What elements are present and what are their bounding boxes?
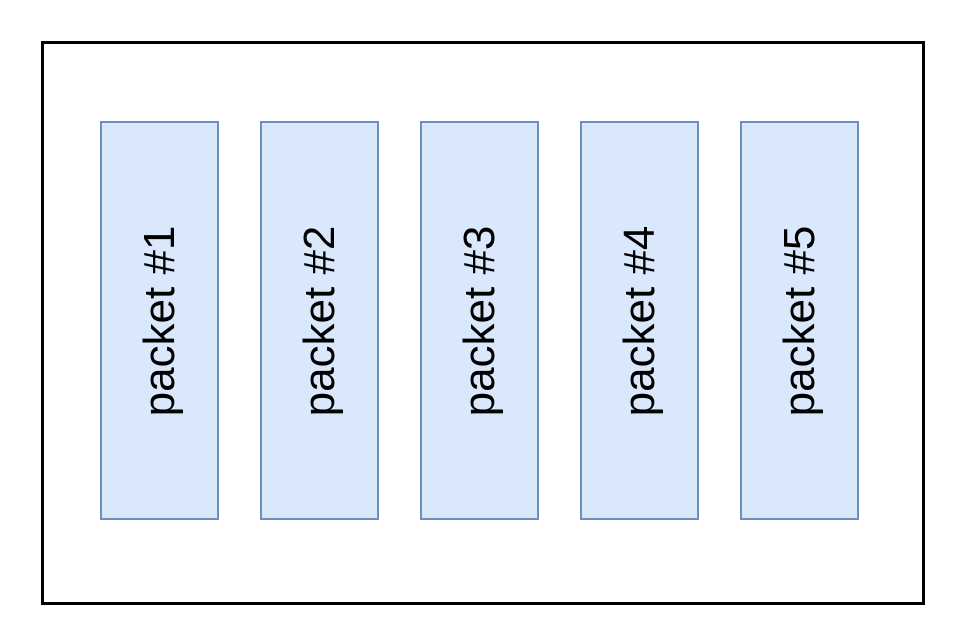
packet-label-1: packet #1	[134, 225, 184, 416]
packet-label-2: packet #2	[294, 225, 344, 416]
packet-box-3: packet #3	[420, 121, 539, 520]
packet-label-4: packet #4	[614, 225, 664, 416]
packet-label-5: packet #5	[774, 225, 824, 416]
packet-box-1: packet #1	[100, 121, 219, 520]
packet-label-3: packet #3	[454, 225, 504, 416]
packet-box-2: packet #2	[260, 121, 379, 520]
packet-box-4: packet #4	[580, 121, 699, 520]
packet-box-5: packet #5	[740, 121, 859, 520]
